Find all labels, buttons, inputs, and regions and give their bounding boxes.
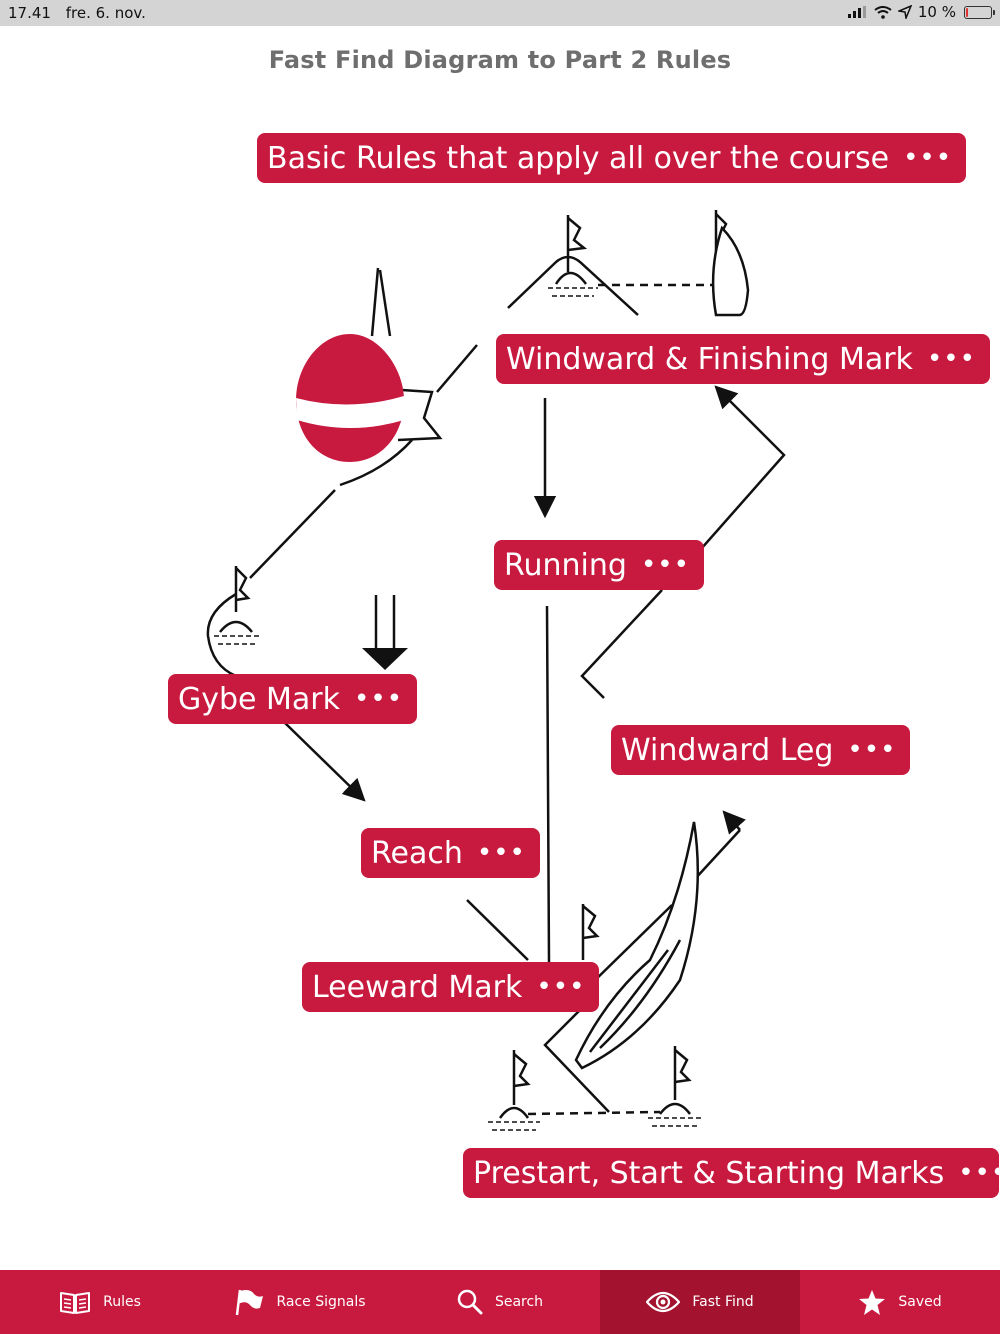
status-time: 17.41 — [8, 4, 51, 22]
basic-rules-button[interactable]: Basic Rules that apply all over the cour… — [257, 133, 967, 183]
wifi-icon — [874, 5, 892, 19]
more-dots-icon: ••• — [926, 344, 976, 374]
tab-fast-find[interactable]: Fast Find — [600, 1270, 800, 1334]
tab-label: Rules — [103, 1294, 141, 1310]
status-date: fre. 6. nov. — [65, 4, 146, 22]
book-icon — [60, 1292, 91, 1314]
course-diagram — [206, 210, 786, 1131]
tab-bar: Rules Race Signals Search Fast Find Save… — [0, 1270, 1000, 1334]
flag-icon — [236, 1289, 264, 1316]
tab-label: Fast Find — [692, 1294, 754, 1310]
windward-leg-label: Windward Leg — [621, 732, 834, 768]
gybe-mark-button[interactable]: Gybe Mark ••• — [168, 674, 418, 724]
eye-icon — [646, 1291, 681, 1313]
windward-mark-button[interactable]: Windward & Finishing Mark ••• — [496, 334, 990, 384]
running-label: Running — [504, 547, 627, 583]
prestart-label: Prestart, Start & Starting Marks — [473, 1155, 945, 1191]
more-dots-icon: ••• — [354, 684, 404, 714]
signal-icon — [847, 6, 866, 18]
windward-leg-button[interactable]: Windward Leg ••• — [611, 725, 911, 775]
more-dots-icon: ••• — [903, 143, 953, 173]
leeward-mark-button[interactable]: Leeward Mark ••• — [302, 962, 600, 1012]
tab-label: Search — [494, 1294, 544, 1310]
battery-percent: 10 % — [917, 3, 956, 21]
basic-rules-label: Basic Rules that apply all over the cour… — [267, 140, 890, 176]
battery-icon — [964, 5, 995, 19]
more-dots-icon: ••• — [476, 838, 526, 868]
tab-race-signals[interactable]: Race Signals — [200, 1270, 400, 1334]
tab-rules[interactable]: Rules — [0, 1270, 200, 1334]
gybe-mark-label: Gybe Mark — [178, 681, 341, 717]
status-bar: 17.41 fre. 6. nov. 10 % — [0, 0, 1000, 26]
reach-label: Reach — [371, 835, 463, 871]
star-icon — [859, 1289, 886, 1315]
search-icon — [457, 1289, 483, 1315]
tab-saved[interactable]: Saved — [800, 1270, 1000, 1334]
location-icon — [897, 5, 912, 19]
reach-button[interactable]: Reach ••• — [361, 828, 540, 878]
leeward-mark-label: Leeward Mark — [312, 969, 523, 1005]
tab-search[interactable]: Search — [400, 1270, 600, 1334]
more-dots-icon: ••• — [847, 735, 897, 765]
prestart-button[interactable]: Prestart, Start & Starting Marks ••• — [463, 1148, 1000, 1198]
more-dots-icon: ••• — [958, 1158, 1000, 1188]
windward-mark-label: Windward & Finishing Mark — [506, 341, 913, 377]
tab-label: Race Signals — [276, 1294, 366, 1310]
page-title: Fast Find Diagram to Part 2 Rules — [268, 46, 732, 74]
more-dots-icon: ••• — [536, 972, 586, 1002]
more-dots-icon: ••• — [640, 550, 690, 580]
running-button[interactable]: Running ••• — [494, 540, 704, 590]
tab-label: Saved — [898, 1294, 942, 1310]
